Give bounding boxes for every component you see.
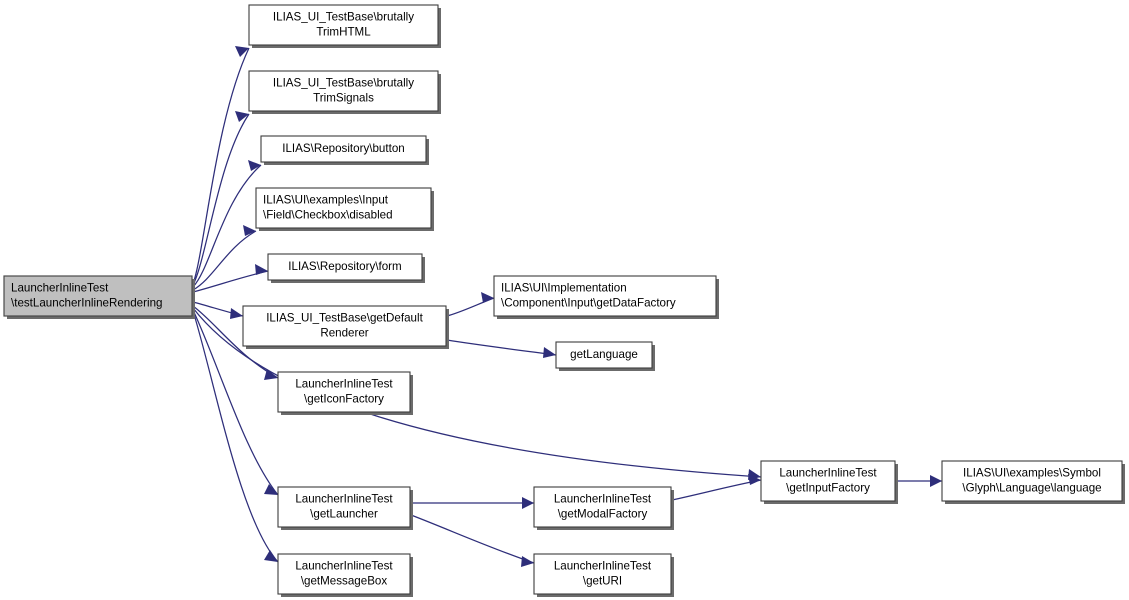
node-label-line: \getInputFactory <box>786 482 870 495</box>
node-label-line: \testLauncherInlineRendering <box>11 297 162 310</box>
node-box[interactable] <box>493 275 717 317</box>
node-box[interactable] <box>267 253 423 281</box>
node-label-line: ILIAS\UI\Implementation <box>501 282 627 295</box>
arrowhead-icon <box>543 347 556 358</box>
node-label-line: \getModalFactory <box>558 508 648 521</box>
node-box[interactable] <box>941 460 1123 502</box>
graph-node-getIconFactory[interactable]: LauncherInlineTest \getIconFactory <box>277 371 413 415</box>
node-box[interactable] <box>760 460 896 502</box>
arrowhead-icon <box>248 160 261 171</box>
call-edge-root-to-getMessageBox <box>192 310 279 563</box>
arrowhead-icon <box>255 264 268 275</box>
node-label-line: ILIAS\Repository\button <box>282 142 404 155</box>
arrowhead-icon <box>264 484 278 495</box>
arrowhead-icon <box>521 556 534 567</box>
call-edge-root-to-brutallyTrimSignals <box>192 113 250 286</box>
graph-node-checkboxDisabled[interactable]: ILIAS\UI\examples\Input \Field\Checkbox\d… <box>255 187 434 231</box>
node-box[interactable] <box>555 341 653 369</box>
node-label-line: \getMessageBox <box>301 575 388 588</box>
graph-node-root[interactable]: LauncherInlineTest \testLauncherInlineRen… <box>3 275 195 319</box>
node-label-line: LauncherInlineTest <box>295 378 393 391</box>
graph-node-getModalFactory[interactable]: LauncherInlineTest \getModalFactory <box>533 486 674 530</box>
call-edge-root-to-getLauncher <box>192 309 279 496</box>
node-label-line: TrimSignals <box>313 92 374 105</box>
arrowhead-icon <box>235 46 249 57</box>
call-edge-getDefaultRenderer-to-getLanguage <box>446 339 557 356</box>
node-box[interactable] <box>248 4 439 46</box>
node-label-line: ILIAS\UI\examples\Input <box>263 194 389 207</box>
call-edge-root-to-getIconFactory <box>192 305 279 379</box>
node-label-line: LauncherInlineTest <box>295 560 393 573</box>
node-label-line: LauncherInlineTest <box>554 560 652 573</box>
arrowhead-icon <box>230 308 243 319</box>
node-box[interactable] <box>277 486 411 528</box>
node-label-line: \getIconFactory <box>304 393 384 406</box>
node-box[interactable] <box>277 553 411 595</box>
node-layer: LauncherInlineTest \testLauncherInlineRen… <box>3 4 1125 597</box>
graph-node-getMessageBox[interactable]: LauncherInlineTest \getMessageBox <box>277 553 413 597</box>
node-box[interactable] <box>242 305 447 347</box>
graph-node-getInputFactory[interactable]: LauncherInlineTest \getInputFactory <box>760 460 898 504</box>
node-label-line: ILIAS_UI_TestBase\brutally <box>273 11 414 24</box>
edge-layer <box>192 46 942 567</box>
node-label-line: LauncherInlineTest <box>779 467 877 480</box>
call-edge-root-to-brutallyTrimHTML <box>192 47 250 285</box>
call-edge-root-to-checkboxDisabled <box>192 230 257 291</box>
call-edge-root-to-button <box>192 164 262 288</box>
node-box[interactable] <box>255 187 432 229</box>
arrowhead-icon <box>522 497 534 509</box>
node-label-line: ILIAS\Repository\form <box>288 260 401 273</box>
node-box[interactable] <box>533 486 672 528</box>
node-box[interactable] <box>3 275 193 317</box>
node-label-line: \Glyph\Language\language <box>962 482 1101 495</box>
graph-node-getLauncher[interactable]: LauncherInlineTest \getLauncher <box>277 486 413 530</box>
call-edge-getLauncher-to-getURI <box>410 514 535 564</box>
node-label-line: ILIAS_UI_TestBase\brutally <box>273 77 414 90</box>
node-box[interactable] <box>533 553 672 595</box>
arrowhead-icon <box>243 225 256 236</box>
call-edge-root-to-getInputFactory <box>192 307 762 478</box>
arrowhead-icon <box>481 292 494 303</box>
graph-node-getDataFactory[interactable]: ILIAS\UI\Implementation \Component\Input\… <box>493 275 719 319</box>
node-label-line: \getLauncher <box>310 508 378 521</box>
arrowhead-icon <box>264 550 278 562</box>
arrowhead-icon <box>930 475 942 487</box>
arrowhead-icon <box>748 474 761 485</box>
node-label-line: \getURI <box>583 575 622 588</box>
graph-node-glyphLanguage[interactable]: ILIAS\UI\examples\Symbol \Glyph\Language\… <box>941 460 1125 504</box>
arrowhead-icon <box>264 369 278 380</box>
graph-node-button[interactable]: ILIAS\Repository\button <box>260 135 429 165</box>
node-label-line: ILIAS_UI_TestBase\getDefault <box>266 312 423 325</box>
node-box[interactable] <box>260 135 427 163</box>
call-edge-getModalFactory-to-getInputFactory <box>671 479 762 501</box>
node-box[interactable] <box>248 70 439 112</box>
graph-node-getURI[interactable]: LauncherInlineTest \getURI <box>533 553 674 597</box>
node-label-line: \Field\Checkbox\disabled <box>263 209 393 222</box>
graph-node-form[interactable]: ILIAS\Repository\form <box>267 253 425 283</box>
node-label-line: ILIAS\UI\examples\Symbol <box>963 467 1101 480</box>
node-label-line: getLanguage <box>570 348 638 361</box>
node-label-line: LauncherInlineTest <box>11 282 109 295</box>
node-box[interactable] <box>277 371 411 413</box>
node-label-line: TrimHTML <box>316 26 371 39</box>
arrowhead-icon <box>235 111 249 122</box>
graph-node-getLanguage[interactable]: getLanguage <box>555 341 655 371</box>
node-label-line: Renderer <box>320 327 368 340</box>
node-label-line: \Component\Input\getDataFactory <box>501 297 676 310</box>
node-label-line: LauncherInlineTest <box>554 493 652 506</box>
node-label-line: LauncherInlineTest <box>295 493 393 506</box>
